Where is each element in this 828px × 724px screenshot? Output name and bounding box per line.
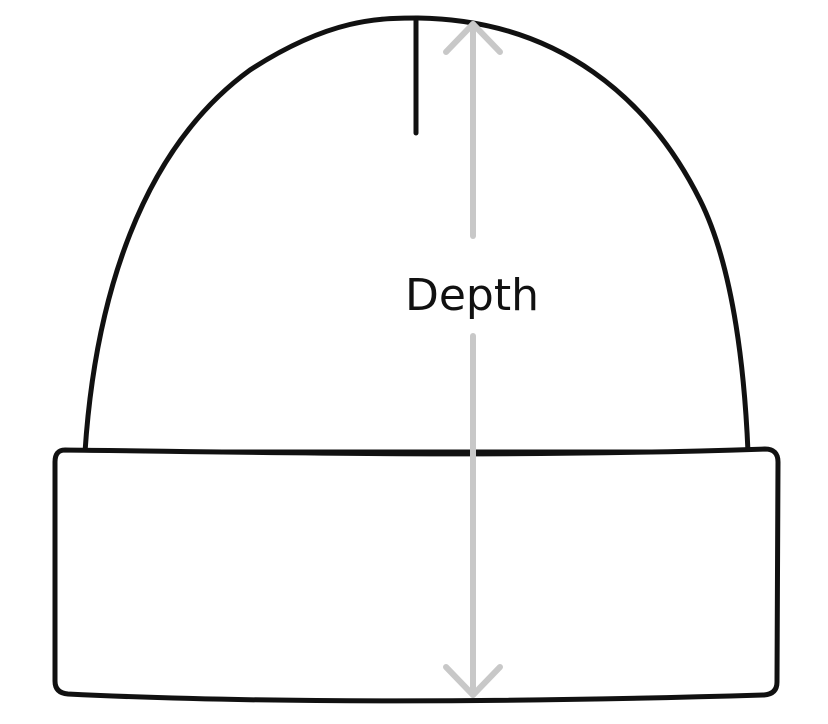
- depth-label: Depth: [405, 270, 539, 321]
- hat-cuff: [52, 446, 781, 704]
- depth-arrow-bottom-head: [443, 664, 503, 698]
- depth-arrow: [443, 21, 503, 698]
- depth-arrow-top-head: [443, 21, 503, 55]
